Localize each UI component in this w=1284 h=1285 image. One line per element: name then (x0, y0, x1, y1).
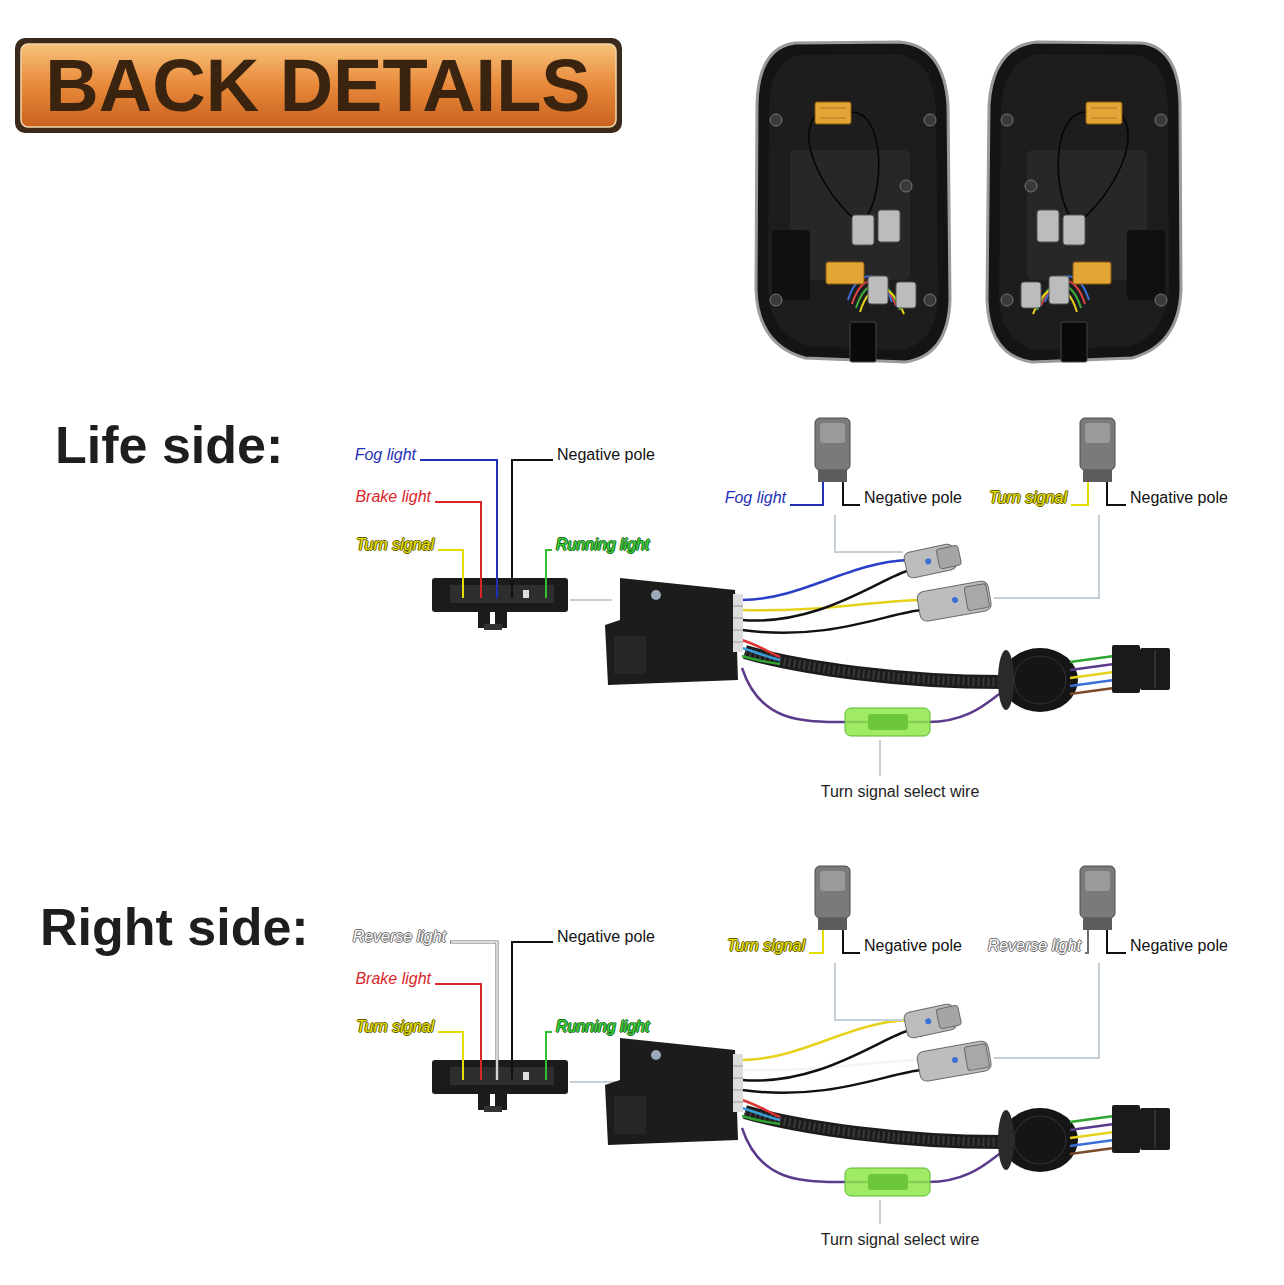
label-anchor: Turn signal select wire (821, 1231, 980, 1249)
label-anchor: Fog light (725, 489, 786, 507)
leader-line (843, 930, 860, 953)
leader-line (450, 942, 497, 1080)
wire-label: Negative pole (1130, 937, 1228, 955)
vehicle-connector (432, 578, 568, 630)
title-banner (15, 38, 622, 133)
pointer-line (835, 963, 903, 1020)
label-anchor: Negative pole (1130, 937, 1228, 955)
wire-label: Running light (556, 1018, 649, 1036)
leader-line (1085, 930, 1088, 953)
vehicle-connector (432, 1060, 568, 1112)
left-side-wiring (420, 418, 1170, 776)
label-anchor: Right side: (40, 898, 309, 958)
label-anchor: Brake light (355, 488, 431, 506)
label-anchor: Life side: (55, 416, 283, 476)
pointer-line (994, 963, 1099, 1058)
leader-line (438, 550, 463, 598)
wire-label: Brake light (355, 970, 431, 988)
label-anchor: Turn signal select wire (821, 783, 980, 801)
bulb-plug (1080, 866, 1115, 930)
callout-note: Turn signal select wire (821, 1231, 980, 1249)
label-anchor: Negative pole (557, 446, 655, 464)
leader-line (512, 460, 553, 598)
label-anchor: Reverse light (353, 928, 446, 946)
adapter-harness (605, 542, 1170, 736)
label-anchor: Turn signal (727, 937, 805, 955)
bulb-plug (815, 418, 850, 482)
wire-label: Running light (556, 536, 649, 554)
section-heading: Right side: (40, 898, 309, 958)
title-anchor: BACK DETAILS (45, 49, 590, 123)
label-anchor: Turn signal (356, 536, 434, 554)
leader-line (435, 984, 481, 1080)
leader-line (420, 460, 497, 598)
leader-line (809, 930, 823, 953)
label-anchor: Running light (556, 536, 649, 554)
bulb-plug (815, 866, 850, 930)
wire-label: Negative pole (864, 489, 962, 507)
wire-label: Turn signal (989, 489, 1067, 507)
callout-note: Turn signal select wire (821, 783, 980, 801)
wire-label: Turn signal (356, 536, 434, 554)
wire-label: Fog light (355, 446, 416, 464)
label-anchor: Running light (556, 1018, 649, 1036)
leader-line (438, 1032, 463, 1080)
leader-line (546, 550, 552, 598)
label-anchor: Negative pole (864, 489, 962, 507)
leader-line (435, 502, 481, 598)
label-anchor: Turn signal (356, 1018, 434, 1036)
section-heading: Life side: (55, 416, 283, 476)
label-anchor: Negative pole (1130, 489, 1228, 507)
leader-line (512, 942, 553, 1080)
leader-line (451, 942, 497, 1080)
pointer-line (994, 515, 1099, 598)
label-anchor: Fog light (355, 446, 416, 464)
pointer-line (835, 515, 903, 552)
wire-label: Negative pole (557, 446, 655, 464)
wire-label: Turn signal (356, 1018, 434, 1036)
wire-label: Negative pole (864, 937, 962, 955)
wire-label: Negative pole (557, 928, 655, 946)
pointer-line (570, 599, 612, 601)
pointer-line (570, 1081, 616, 1083)
title-banner-fill (21, 44, 616, 127)
bulb-plug (1080, 418, 1115, 482)
left-tail-light (756, 42, 950, 362)
label-anchor: Turn signal (989, 489, 1067, 507)
label-anchor: Negative pole (557, 928, 655, 946)
wire-label: Reverse light (353, 928, 446, 946)
page-title: BACK DETAILS (45, 49, 590, 123)
wire-label: Negative pole (1130, 489, 1228, 507)
label-anchor: Brake light (355, 970, 431, 988)
label-anchor: Reverse light (988, 937, 1081, 955)
adapter-harness (605, 1002, 1170, 1196)
wire-label: Brake light (355, 488, 431, 506)
wire-label: Turn signal (727, 937, 805, 955)
wire-label: Fog light (725, 489, 786, 507)
right-side-wiring (432, 866, 1170, 1224)
leader-line (790, 482, 823, 505)
leader-line (1071, 482, 1088, 505)
leader-line (546, 1032, 552, 1080)
pointer-line (879, 1200, 881, 1224)
leader-line (1107, 482, 1126, 505)
right-tail-light (987, 42, 1181, 362)
pointer-line (879, 740, 881, 776)
label-anchor: Negative pole (864, 937, 962, 955)
leader-line (1107, 930, 1126, 953)
leader-line (843, 482, 860, 505)
wire-label: Reverse light (988, 937, 1081, 955)
